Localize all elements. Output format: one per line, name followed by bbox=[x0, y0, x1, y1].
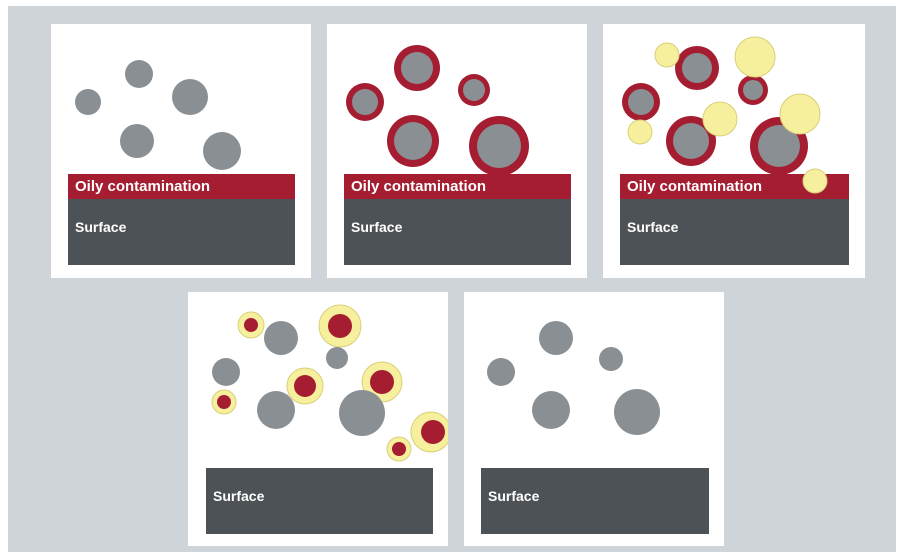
particle bbox=[487, 358, 515, 386]
oil-droplet bbox=[370, 370, 394, 394]
oil-droplet bbox=[217, 395, 231, 409]
particle bbox=[212, 358, 240, 386]
particle bbox=[673, 123, 709, 159]
panel-emulsified-oil: Surface bbox=[188, 292, 448, 546]
particles-layer bbox=[622, 36, 828, 194]
particles-layer bbox=[75, 60, 241, 170]
particles-layer bbox=[487, 321, 660, 435]
particle bbox=[532, 391, 570, 429]
panel-oil-coated-particles: Oily contamination Surface bbox=[327, 24, 587, 278]
surface-layer: Surface bbox=[68, 199, 295, 265]
particles-layer bbox=[211, 304, 448, 462]
oil-droplet bbox=[294, 375, 316, 397]
oil-droplet bbox=[421, 420, 445, 444]
particle bbox=[264, 321, 298, 355]
particle bbox=[352, 89, 378, 115]
particle bbox=[463, 79, 485, 101]
particle bbox=[599, 347, 623, 371]
particle bbox=[539, 321, 573, 355]
particle bbox=[339, 390, 385, 436]
oily-contamination-layer: Oily contamination bbox=[344, 174, 571, 199]
particle bbox=[743, 80, 763, 100]
panel-clean-surface: Surface bbox=[464, 292, 724, 546]
surface-layer: Surface bbox=[206, 468, 433, 534]
particle bbox=[758, 125, 800, 167]
particle bbox=[682, 53, 712, 83]
particle bbox=[326, 347, 348, 369]
oily-contamination-layer: Oily contamination bbox=[68, 174, 295, 199]
particle bbox=[125, 60, 153, 88]
panel-detergent-added: Oily contamination Surface bbox=[603, 24, 865, 278]
particle bbox=[628, 89, 654, 115]
panel-contaminated-surface: Oily contamination Surface bbox=[51, 24, 311, 278]
particle bbox=[401, 52, 433, 84]
particle bbox=[614, 389, 660, 435]
surface-layer: Surface bbox=[620, 199, 849, 265]
oil-droplet bbox=[328, 314, 352, 338]
detergent-droplet bbox=[702, 101, 738, 137]
particle bbox=[257, 391, 295, 429]
detergent-droplet bbox=[779, 93, 821, 135]
particle bbox=[394, 122, 432, 160]
particle bbox=[477, 124, 521, 168]
surface-layer: Surface bbox=[481, 468, 709, 534]
detergent-droplet bbox=[627, 119, 653, 145]
oil-droplet bbox=[244, 318, 258, 332]
detergent-droplet bbox=[734, 36, 776, 78]
oil-droplet bbox=[392, 442, 406, 456]
detergent-droplet bbox=[802, 168, 828, 194]
particles-layer bbox=[346, 45, 529, 176]
particle bbox=[172, 79, 208, 115]
surface-layer: Surface bbox=[344, 199, 571, 265]
particle bbox=[75, 89, 101, 115]
detergent-droplet bbox=[654, 42, 680, 68]
particle bbox=[203, 132, 241, 170]
particle bbox=[120, 124, 154, 158]
